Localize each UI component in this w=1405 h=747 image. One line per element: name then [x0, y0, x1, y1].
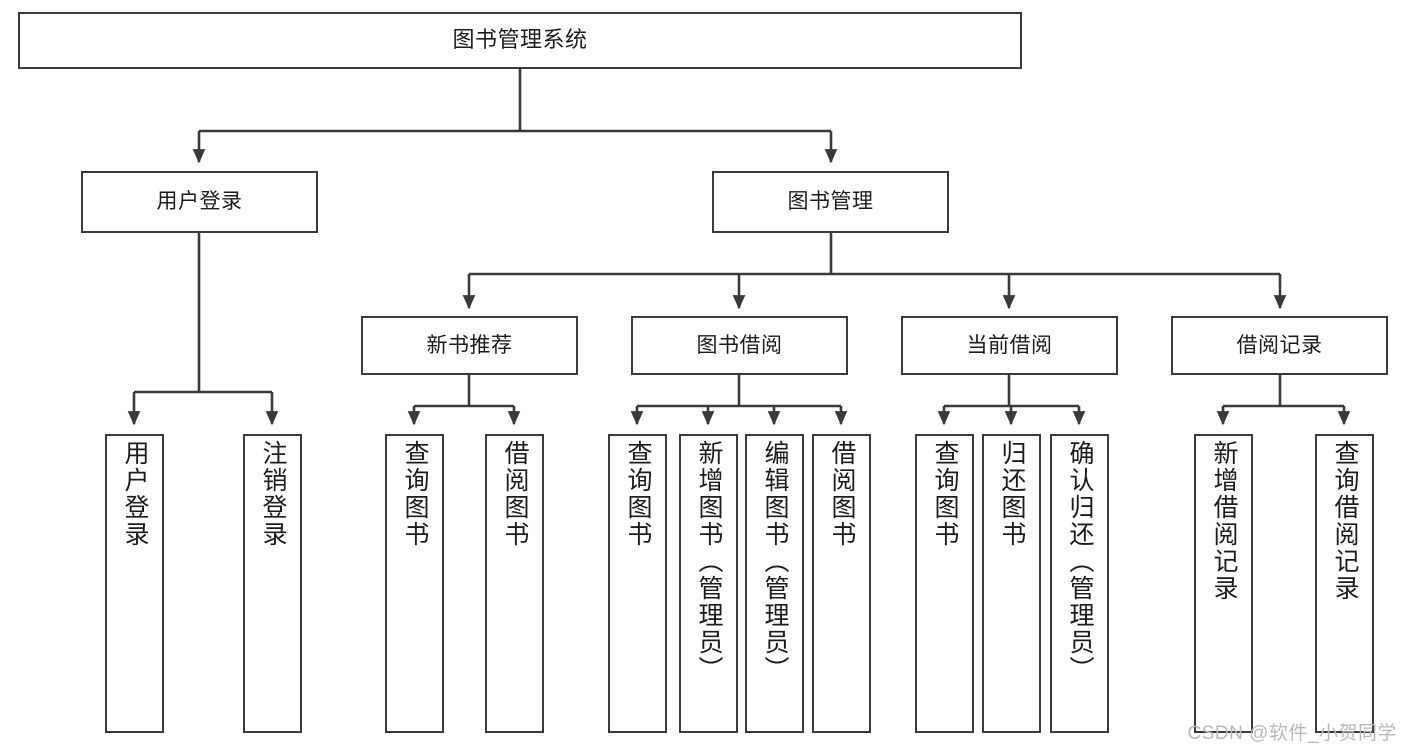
- node-leaf-borrow-book-1[interactable]: 借阅图书: [485, 434, 544, 733]
- node-borrow-record[interactable]: 借阅记录: [1171, 316, 1388, 375]
- node-new-book-recommend-label: 新书推荐: [426, 333, 513, 357]
- node-leaf-edit-book-label: 编辑图书（管理员）: [761, 440, 789, 683]
- node-book-manage[interactable]: 图书管理: [712, 171, 949, 233]
- node-current-borrow[interactable]: 当前借阅: [901, 316, 1118, 375]
- node-leaf-return-book[interactable]: 归还图书: [982, 434, 1041, 733]
- node-book-borrow-label: 图书借阅: [696, 333, 783, 357]
- node-leaf-query-book-2-label: 查询图书: [624, 440, 652, 548]
- node-leaf-logout-login[interactable]: 注销登录: [243, 434, 302, 733]
- node-leaf-edit-book[interactable]: 编辑图书（管理员）: [745, 434, 804, 733]
- node-leaf-add-record[interactable]: 新增借阅记录: [1194, 434, 1253, 733]
- node-leaf-confirm-return-label: 确认归还（管理员）: [1066, 440, 1094, 683]
- node-leaf-logout-login-label: 注销登录: [259, 440, 287, 548]
- node-leaf-borrow-book-2-label: 借阅图书: [828, 440, 856, 548]
- node-leaf-add-record-label: 新增借阅记录: [1210, 440, 1238, 602]
- node-new-book-recommend[interactable]: 新书推荐: [361, 316, 578, 375]
- node-leaf-return-book-label: 归还图书: [998, 440, 1026, 548]
- node-leaf-query-book-3[interactable]: 查询图书: [915, 434, 974, 733]
- node-leaf-query-book-1[interactable]: 查询图书: [385, 434, 444, 733]
- node-book-manage-label: 图书管理: [787, 190, 874, 214]
- node-leaf-confirm-return[interactable]: 确认归还（管理员）: [1050, 434, 1109, 733]
- node-leaf-add-book[interactable]: 新增图书（管理员）: [679, 434, 738, 733]
- node-leaf-add-book-label: 新增图书（管理员）: [695, 440, 723, 683]
- node-user-login[interactable]: 用户登录: [81, 171, 318, 233]
- node-leaf-query-book-2[interactable]: 查询图书: [608, 434, 667, 733]
- node-root[interactable]: 图书管理系统: [18, 12, 1022, 69]
- node-borrow-record-label: 借阅记录: [1236, 333, 1323, 357]
- node-book-borrow[interactable]: 图书借阅: [631, 316, 848, 375]
- node-current-borrow-label: 当前借阅: [966, 333, 1053, 357]
- node-root-label: 图书管理系统: [452, 27, 588, 53]
- node-leaf-query-book-1-label: 查询图书: [401, 440, 429, 548]
- node-user-login-label: 用户登录: [156, 190, 243, 214]
- node-leaf-borrow-book-1-label: 借阅图书: [501, 440, 529, 548]
- node-leaf-query-book-3-label: 查询图书: [931, 440, 959, 548]
- node-leaf-query-record-label: 查询借阅记录: [1331, 440, 1359, 602]
- node-leaf-borrow-book-2[interactable]: 借阅图书: [812, 434, 871, 733]
- node-leaf-user-login[interactable]: 用户登录: [105, 434, 164, 733]
- node-leaf-query-record[interactable]: 查询借阅记录: [1315, 434, 1374, 733]
- node-leaf-user-login-label: 用户登录: [121, 440, 149, 548]
